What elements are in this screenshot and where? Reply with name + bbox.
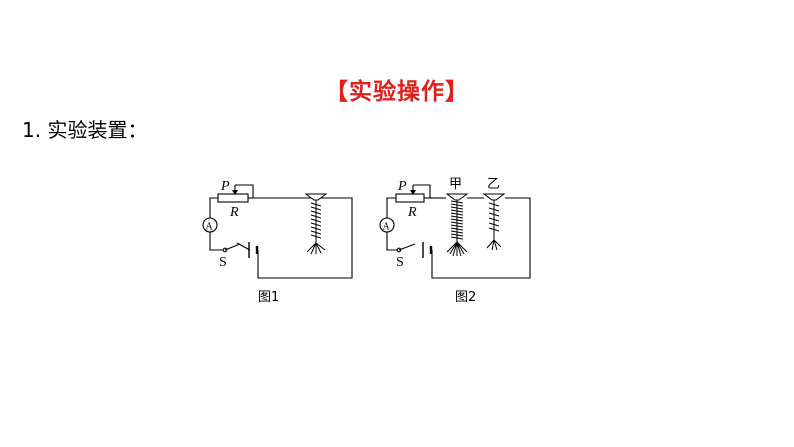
section-title: 1. 实验装置： [22, 118, 148, 142]
ammeter-icon [379, 217, 395, 233]
circuit-2-wires [386, 184, 531, 279]
rheostat-icon [217, 193, 249, 203]
ammeter-label: A [383, 222, 391, 233]
battery-icon [248, 242, 259, 258]
section-heading: 【实验操作】 [325, 79, 469, 105]
switch-label: S [396, 255, 404, 270]
nail-b-label: 乙 [487, 177, 500, 192]
battery-icon [422, 242, 433, 258]
resistor-label: R [407, 205, 417, 220]
slider-label: P [220, 179, 230, 194]
switch-blade-icon [224, 243, 241, 251]
ammeter-label: A [206, 222, 214, 233]
switch-blade-icon [398, 243, 416, 251]
rheostat-icon [395, 193, 425, 203]
ammeter-icon [202, 217, 218, 233]
electromagnet-nail-a-icon [445, 193, 469, 257]
switch-label: S [219, 255, 227, 270]
figure-2-caption: 图2 [455, 290, 476, 305]
electromagnet-nail-icon [304, 193, 328, 255]
nail-a-label: 甲 [449, 177, 462, 192]
slider-label: P [397, 179, 407, 194]
electromagnet-nail-b-icon [482, 193, 506, 251]
resistor-label: R [229, 205, 239, 220]
figure-1-caption: 图1 [258, 290, 279, 305]
